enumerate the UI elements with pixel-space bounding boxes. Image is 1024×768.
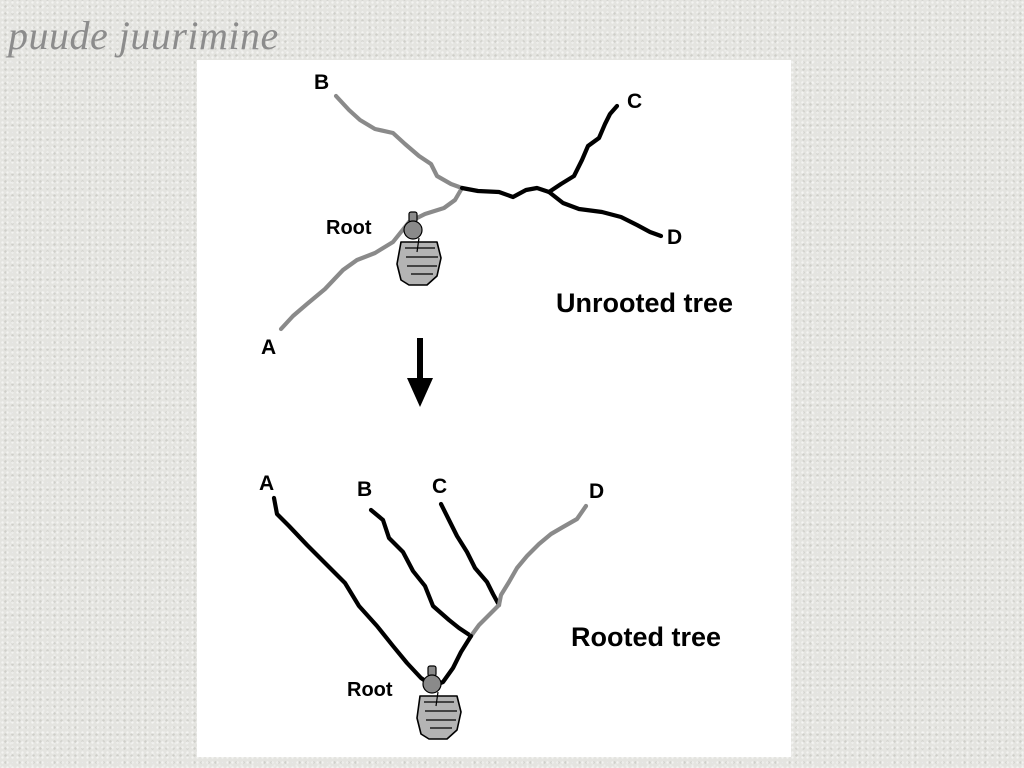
unrooted-tree: B C D A Root Unrooted tree — [261, 71, 733, 359]
unrooted-root-label: Root — [326, 217, 372, 239]
rooted-tree: A B C D Root Rooted tree — [259, 472, 721, 740]
figure-panel: B C D A Root Unrooted tree — [197, 60, 791, 757]
unrooted-label-b: B — [314, 71, 329, 94]
rooted-label-b: B — [357, 478, 372, 501]
rooted-branch-a — [271, 495, 436, 689]
unrooted-root-marker — [396, 211, 442, 286]
rooted-branch-b — [368, 507, 474, 639]
rooted-label-a: A — [259, 472, 274, 495]
rooted-branch-c — [438, 501, 502, 608]
hand-holding-root-icon — [396, 211, 442, 286]
rooted-root-label: Root — [347, 679, 393, 701]
rooted-caption: Rooted tree — [571, 622, 721, 652]
unrooted-caption: Unrooted tree — [556, 288, 733, 318]
rooted-label-d: D — [589, 480, 604, 503]
unrooted-branch-c — [546, 103, 620, 195]
unrooted-branch-b-a — [278, 93, 465, 332]
unrooted-label-d: D — [667, 226, 682, 249]
hand-holding-root-icon — [416, 665, 462, 740]
rooted-label-c: C — [432, 475, 447, 498]
unrooted-label-c: C — [627, 90, 642, 113]
rooted-root-marker — [416, 665, 462, 740]
unrooted-branch-internal — [459, 185, 552, 200]
unrooted-label-a: A — [261, 336, 276, 359]
rooted-branch-d — [468, 503, 589, 639]
slide-title: puude juurimine — [8, 13, 279, 58]
tree-rooting-diagram: B C D A Root Unrooted tree — [259, 71, 733, 740]
arrow-down-icon — [407, 338, 433, 407]
unrooted-branch-d — [546, 189, 664, 239]
